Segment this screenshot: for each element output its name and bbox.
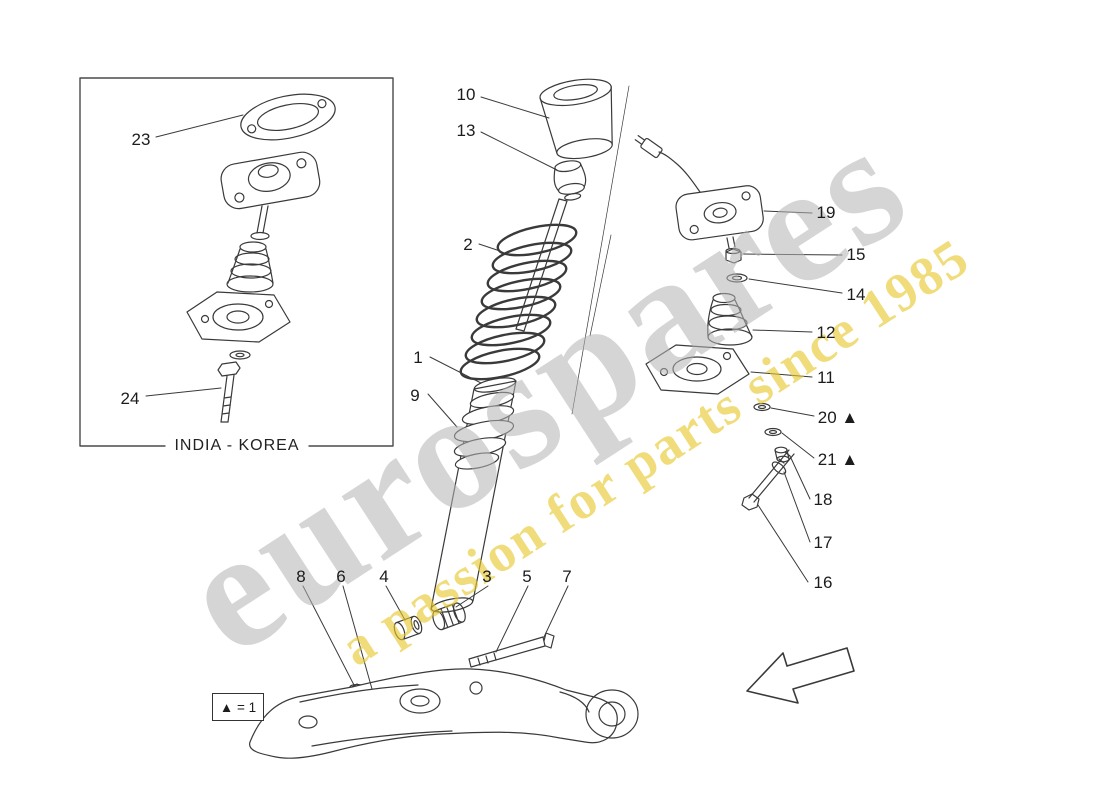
small-washers-and-bolt bbox=[741, 402, 795, 511]
mount-nut-washer bbox=[725, 236, 748, 283]
part-callout-13: 13 bbox=[456, 121, 476, 140]
part-callout-15: 15 bbox=[846, 245, 866, 264]
part-callout-5: 5 bbox=[522, 567, 532, 586]
triangle-quantity-legend: ▲ = 1 bbox=[212, 693, 264, 721]
part-callout-1: 1 bbox=[413, 348, 423, 367]
eye-bushing bbox=[432, 602, 466, 631]
part-callout-18: 18 bbox=[813, 490, 833, 509]
part-callout-19: 19 bbox=[816, 203, 836, 222]
inset-rubber-buffer bbox=[226, 241, 274, 293]
part-callout-12: 12 bbox=[816, 323, 836, 342]
upper-mount-sensor bbox=[634, 135, 764, 241]
dust-cover bbox=[539, 78, 613, 160]
axis-lines bbox=[571, 85, 630, 415]
rebound-buffer bbox=[553, 160, 587, 201]
part-callout-10: 10 bbox=[456, 85, 476, 104]
spring-seat bbox=[453, 391, 515, 470]
part-callout-14: 14 bbox=[846, 285, 866, 304]
part-callout-17: 17 bbox=[813, 533, 833, 552]
lower-bolt bbox=[468, 632, 555, 668]
mount-rubber-buffer bbox=[707, 292, 753, 346]
direction-arrow-icon bbox=[746, 647, 855, 704]
part-callout-21: 21 ▲ bbox=[817, 450, 859, 469]
part-callout-2: 2 bbox=[463, 235, 473, 254]
part-callout-23: 23 bbox=[131, 130, 151, 149]
inset-flange-plate bbox=[240, 93, 336, 141]
part-callout-3: 3 bbox=[482, 567, 492, 586]
inset-upper-mount bbox=[220, 151, 321, 210]
part-callout-11: 11 bbox=[817, 368, 835, 387]
inset-bolt bbox=[217, 361, 241, 423]
part-callout-20: 20 ▲ bbox=[817, 408, 859, 427]
leader-lines bbox=[145, 96, 843, 690]
part-callout-16: 16 bbox=[813, 573, 833, 592]
control-arm bbox=[249, 668, 639, 759]
part-callout-6: 6 bbox=[336, 567, 346, 586]
inset-stud-washer bbox=[250, 205, 270, 241]
inset-hex-plate bbox=[186, 291, 291, 343]
part-callout-24: 24 bbox=[120, 389, 140, 408]
mount-hex-plate bbox=[645, 344, 750, 395]
part-callout-9: 9 bbox=[410, 386, 420, 405]
coil-spring bbox=[459, 223, 578, 381]
part-callout-7: 7 bbox=[562, 567, 572, 586]
inset-washer bbox=[229, 350, 251, 360]
part-callout-8: 8 bbox=[296, 567, 306, 586]
inset-caption: INDIA - KOREA bbox=[165, 437, 309, 455]
part-callout-4: 4 bbox=[379, 567, 389, 586]
